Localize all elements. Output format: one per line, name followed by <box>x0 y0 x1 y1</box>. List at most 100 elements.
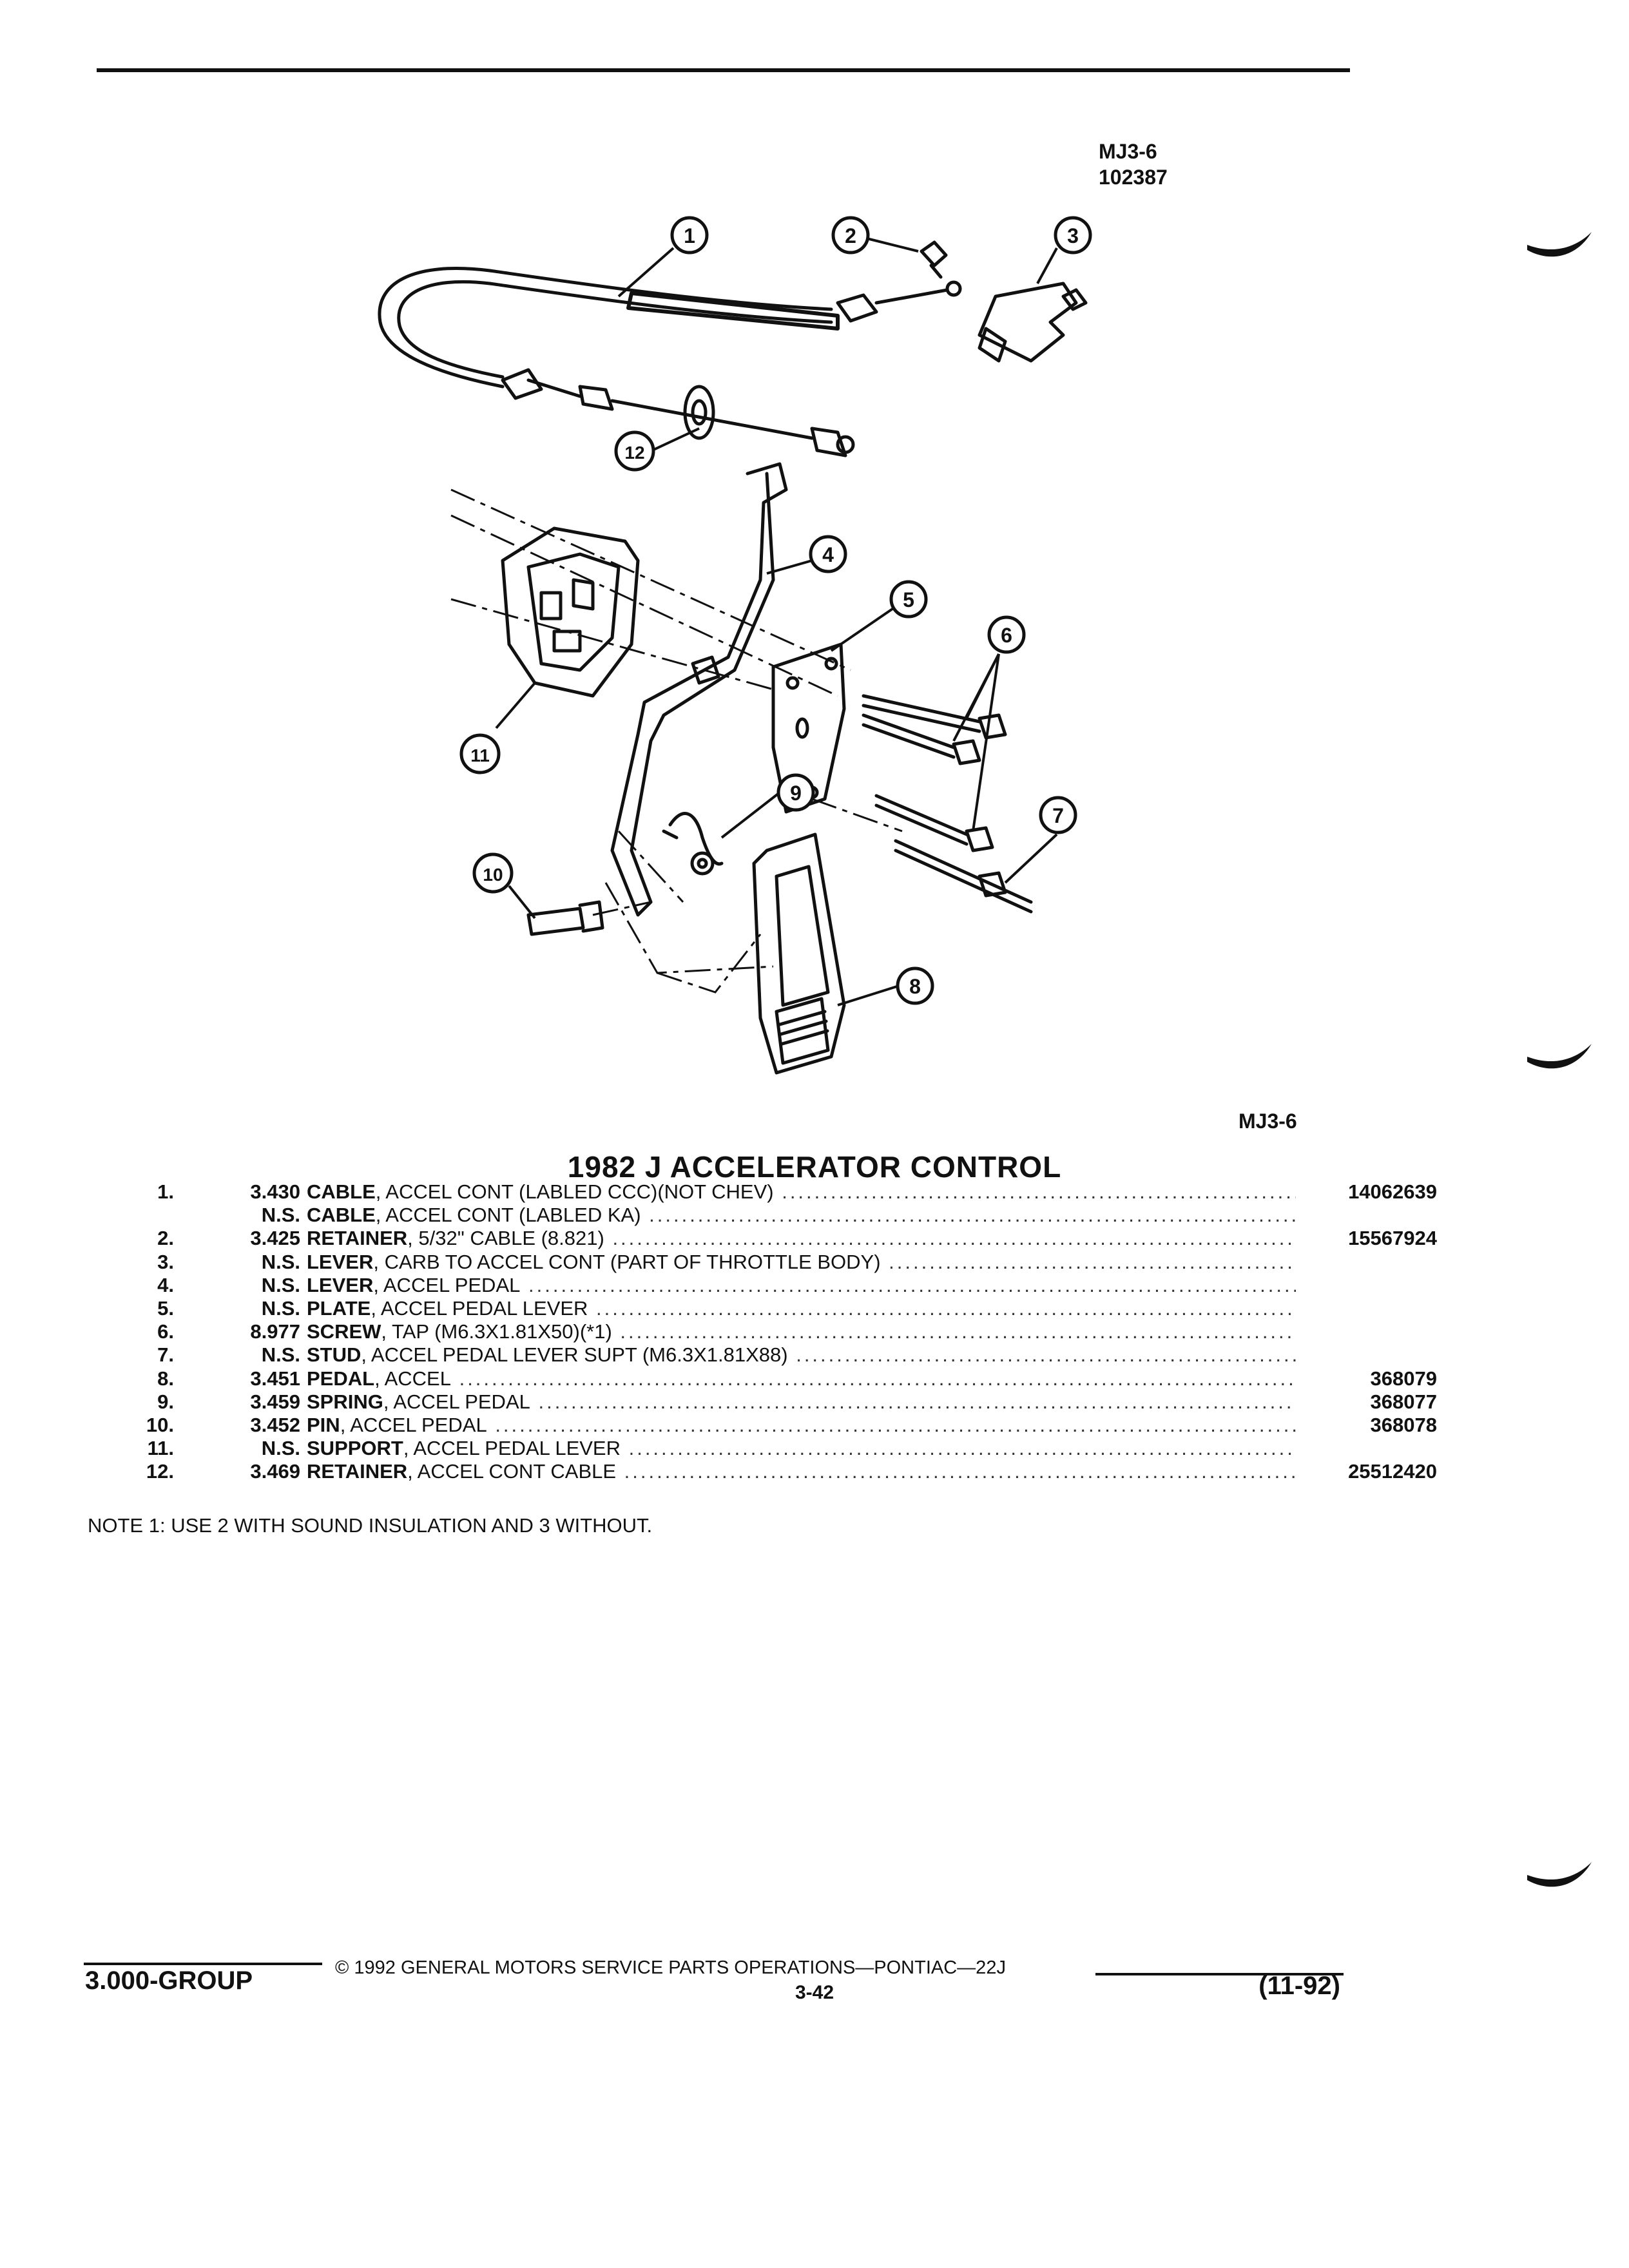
figure-code: MJ3-6 <box>1099 140 1157 163</box>
page-number: 3-42 <box>795 1982 834 2003</box>
part-number: 368079 <box>1370 1367 1437 1390</box>
part-name: LEVER <box>307 1273 374 1296</box>
part-detail: , ACCEL CONT CABLE <box>407 1460 617 1483</box>
callout-circle-11 <box>459 733 501 774</box>
part-detail: , ACCEL PEDAL <box>340 1413 487 1436</box>
callout-circle-9 <box>776 773 815 812</box>
callout-circle-1 <box>670 216 709 255</box>
group-code: 3.469 <box>250 1460 300 1483</box>
binding-mark-1 <box>1527 232 1592 257</box>
leader-dots: ........................................… <box>628 1437 1296 1460</box>
callout-circle-6 <box>987 615 1026 654</box>
part-detail: , TAP (M6.3X1.81X50)(*1) <box>381 1320 612 1343</box>
leader-dots: ........................................… <box>889 1250 1296 1273</box>
group-code: 3.452 <box>250 1413 300 1436</box>
callout-circle-10 <box>472 852 514 894</box>
callout-label-6: 6 <box>1001 624 1012 647</box>
callout-label-8: 8 <box>909 975 921 998</box>
callout-label-5: 5 <box>903 588 914 611</box>
footnote: NOTE 1: USE 2 WITH SOUND INSULATION AND … <box>88 1514 653 1537</box>
figure-ref: MJ3-6 <box>1239 1110 1297 1133</box>
throttle-lever-drawing <box>978 282 1088 363</box>
pedal-pin-drawing <box>526 900 604 936</box>
parts-row: 3. N.S. LEVER, CARB TO ACCEL CONT (PART OF… <box>90 1251 1347 1274</box>
group-code: N.S. <box>261 1250 300 1273</box>
part-detail: , ACCEL PEDAL LEVER <box>403 1437 621 1460</box>
callout-circle-7 <box>1039 796 1077 834</box>
callout-label-4: 4 <box>822 543 834 566</box>
callout-circle-2 <box>831 216 870 255</box>
leader-dots: ........................................… <box>612 1227 1296 1250</box>
group-code: 3.430 <box>250 1180 300 1203</box>
callout-circle-12 <box>614 430 655 472</box>
group-code: N.S. <box>261 1273 300 1296</box>
accel-pedal-drawing <box>752 832 846 1075</box>
leader-dots: ........................................… <box>495 1413 1296 1436</box>
pedal-spring-drawing <box>662 812 724 876</box>
group-code: 3.425 <box>250 1227 300 1250</box>
binding-mark-2 <box>1527 1044 1592 1069</box>
part-name: STUD <box>307 1343 361 1367</box>
item-number: 7. <box>157 1343 174 1367</box>
group-code: N.S. <box>261 1204 300 1227</box>
parts-row: 11.N.S.SUPPORT, ACCEL PEDAL LEVER ......… <box>90 1437 1347 1460</box>
part-name: RETAINER <box>307 1460 408 1483</box>
callout-label-11: 11 <box>470 745 490 765</box>
accel-lever-drawing <box>610 462 788 917</box>
leader-dots: ........................................… <box>649 1204 1296 1227</box>
accel-cable-drawing <box>378 267 962 457</box>
group-code: 8.977 <box>250 1320 300 1343</box>
part-detail: , ACCEL CONT (LABLED KA) <box>375 1204 641 1227</box>
leader-dots: ........................................… <box>538 1390 1296 1413</box>
part-name: SPRING <box>307 1390 383 1413</box>
part-name: CABLE <box>307 1180 376 1203</box>
callout-circle-3 <box>1054 216 1092 255</box>
figure-number: 102387 <box>1099 166 1168 189</box>
leader-dots: ........................................… <box>528 1273 1296 1296</box>
part-detail: , ACCEL PEDAL <box>373 1273 521 1296</box>
item-number: 4. <box>157 1273 174 1296</box>
retainer-2-drawing <box>920 240 948 279</box>
part-detail: , CARB TO ACCEL CONT (PART OF THROTTLE B… <box>373 1250 881 1273</box>
group-code: 3.459 <box>250 1390 300 1413</box>
item-number: 11. <box>147 1437 174 1460</box>
part-name: CABLE <box>307 1204 376 1227</box>
retainer-12-drawing <box>683 385 715 440</box>
part-name: PIN <box>307 1413 340 1436</box>
part-name: LEVER <box>307 1250 374 1273</box>
item-number: 3. <box>157 1250 174 1273</box>
pedal-support-drawing <box>501 526 640 698</box>
item-number: 12. <box>146 1460 174 1483</box>
parts-row: N.S. CABLE, ACCEL CONT (LABLED KA) ......… <box>90 1204 1347 1227</box>
leader-dots: ........................................… <box>459 1367 1296 1390</box>
part-name: PEDAL <box>307 1367 375 1390</box>
group-code: N.S. <box>261 1343 300 1367</box>
part-detail: , ACCEL CONT (LABLED CCC)(NOT CHEV) <box>375 1180 774 1203</box>
top-rule <box>97 68 1350 72</box>
callout-label-1: 1 <box>684 224 695 247</box>
callout-label-3: 3 <box>1067 224 1079 247</box>
part-number: 15567924 <box>1348 1227 1437 1250</box>
callout-circle-5 <box>889 580 928 619</box>
binding-mark-3 <box>1527 1862 1592 1887</box>
part-name: PLATE <box>307 1296 371 1320</box>
page-title: 1982 J ACCELERATOR CONTROL <box>567 1150 1062 1184</box>
callout-circle-4 <box>809 535 847 573</box>
figure-code-block: MJ3-6 102387 <box>1099 139 1168 190</box>
callout-label-9: 9 <box>790 782 802 805</box>
group-code: 3.451 <box>250 1367 300 1390</box>
group-code: N.S. <box>261 1437 300 1460</box>
footer-copyright: © 1992 GENERAL MOTORS SERVICE PARTS OPER… <box>335 1957 1006 1978</box>
callout-label-7: 7 <box>1052 804 1064 827</box>
part-number: 25512420 <box>1348 1460 1437 1483</box>
part-number: 14062639 <box>1348 1180 1437 1203</box>
item-number: 6. <box>157 1320 174 1343</box>
part-number: 368077 <box>1370 1390 1437 1413</box>
item-number: 5. <box>157 1296 174 1320</box>
